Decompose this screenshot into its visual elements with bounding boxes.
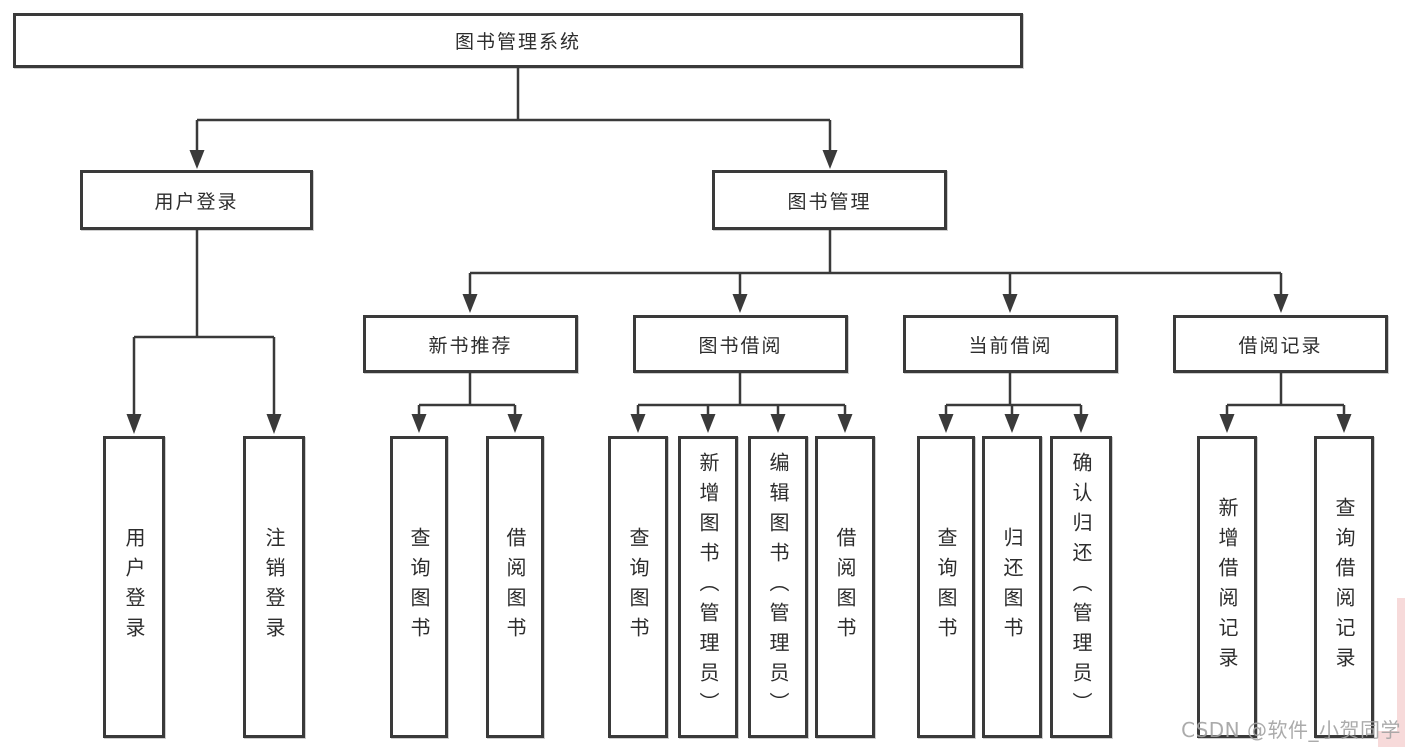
leaf-current-query-books: 查询图书 [917, 436, 975, 738]
node-root: 图书管理系统 [13, 13, 1023, 68]
leaf-borrowing-edit-books-label: 编辑图书（管理员） [766, 452, 790, 722]
node-root-label: 图书管理系统 [454, 31, 581, 53]
leaf-borrowing-add-books: 新增图书（管理员） [678, 436, 738, 738]
leaf-recommend-borrow-books: 借阅图书 [486, 436, 544, 738]
leaf-recommend-query-books-label: 查询图书 [407, 527, 431, 647]
node-borrowing-records-label: 借阅记录 [1238, 334, 1323, 357]
node-new-book-recommend: 新书推荐 [363, 315, 578, 373]
leaf-logout: 注销登录 [243, 436, 305, 738]
watermark-accent-corner [1378, 731, 1405, 747]
leaf-user-login-label: 用户登录 [122, 527, 146, 647]
node-book-management: 图书管理 [712, 170, 947, 230]
node-current-borrowing: 当前借阅 [903, 315, 1118, 373]
watermark-accent-strip [1397, 598, 1405, 747]
leaf-records-query-record: 查询借阅记录 [1314, 436, 1374, 738]
leaf-borrowing-add-books-label: 新增图书（管理员） [696, 452, 720, 722]
node-book-borrowing-label: 图书借阅 [698, 334, 783, 357]
leaf-records-add-record: 新增借阅记录 [1197, 436, 1257, 738]
leaf-borrowing-query-books-label: 查询图书 [626, 527, 650, 647]
leaf-user-login: 用户登录 [103, 436, 165, 738]
leaf-borrowing-borrow-books: 借阅图书 [815, 436, 875, 738]
node-book-borrowing: 图书借阅 [633, 315, 848, 373]
node-borrowing-records: 借阅记录 [1173, 315, 1388, 373]
leaf-recommend-borrow-books-label: 借阅图书 [503, 527, 527, 647]
csdn-watermark: CSDN @软件_小贺同学 [1181, 718, 1401, 742]
leaf-current-return-books: 归还图书 [982, 436, 1042, 738]
leaf-records-query-record-label: 查询借阅记录 [1332, 497, 1356, 677]
node-new-book-recommend-label: 新书推荐 [428, 334, 513, 357]
leaf-logout-label: 注销登录 [262, 527, 286, 647]
leaf-borrowing-borrow-books-label: 借阅图书 [833, 527, 857, 647]
leaf-current-query-books-label: 查询图书 [934, 527, 958, 647]
node-book-management-label: 图书管理 [787, 190, 872, 213]
leaf-recommend-query-books: 查询图书 [390, 436, 448, 738]
leaf-borrowing-edit-books: 编辑图书（管理员） [748, 436, 808, 738]
leaf-current-return-books-label: 归还图书 [1000, 527, 1024, 647]
leaf-current-confirm-return-label: 确认归还（管理员） [1069, 452, 1093, 722]
leaf-current-confirm-return: 确认归还（管理员） [1050, 436, 1112, 738]
leaf-borrowing-query-books: 查询图书 [608, 436, 668, 738]
leaf-records-add-record-label: 新增借阅记录 [1215, 497, 1239, 677]
node-user-login: 用户登录 [80, 170, 313, 230]
node-current-borrowing-label: 当前借阅 [968, 334, 1053, 357]
node-user-login-label: 用户登录 [154, 190, 239, 213]
